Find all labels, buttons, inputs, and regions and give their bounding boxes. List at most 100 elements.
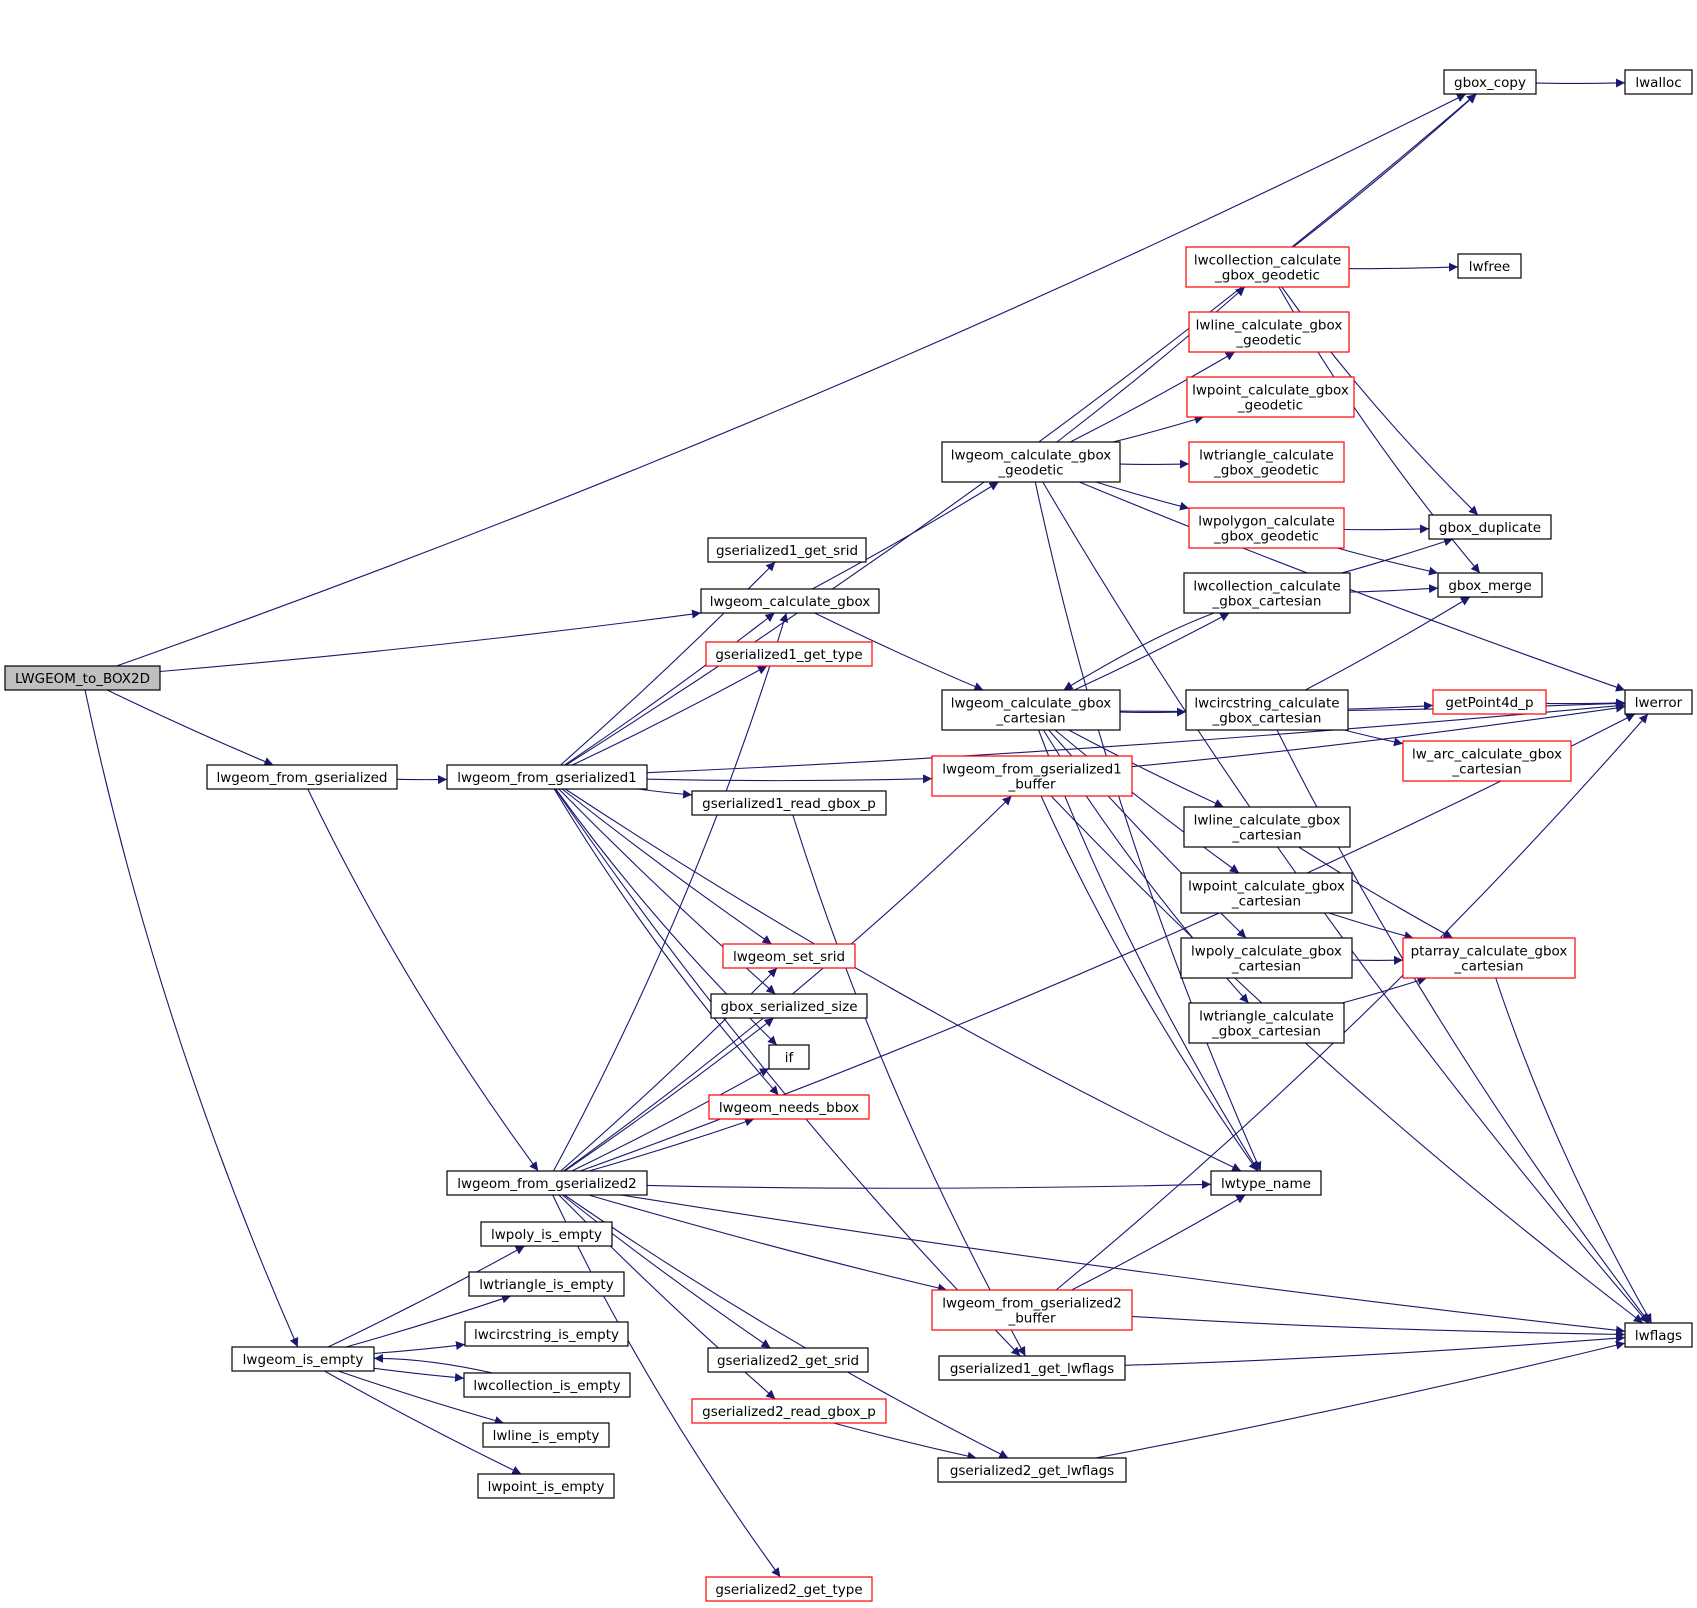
node-lwcollection-calculate-gbox-geodetic[interactable]: lwcollection_calculate_gbox_geodetic (1185, 246, 1350, 288)
node-ptarray-calculate-gbox-cartesian[interactable]: ptarray_calculate_gbox_cartesian (1402, 937, 1576, 979)
node-lwpoly-is-empty[interactable]: lwpoly_is_empty (480, 1221, 613, 1247)
node-lwalloc[interactable]: lwalloc (1624, 69, 1693, 95)
edge-lwgeom-from-gserialized1-buffer-to-lwtype-name (1040, 795, 1258, 1172)
node-lwgeom-from-gserialized[interactable]: lwgeom_from_gserialized (206, 764, 398, 790)
node-lwcollection-is-empty[interactable]: lwcollection_is_empty (463, 1372, 631, 1398)
node-if[interactable]: if (768, 1044, 810, 1070)
node-lwtriangle-calculate-gbox-cartesian[interactable]: lwtriangle_calculate_gbox_cartesian (1188, 1002, 1345, 1044)
node-lwpoly-calculate-gbox-cartesian[interactable]: lwpoly_calculate_gbox_cartesian (1180, 937, 1353, 979)
node-lwpoint-is-empty[interactable]: lwpoint_is_empty (477, 1473, 615, 1499)
node-lwflags[interactable]: lwflags (1624, 1322, 1693, 1348)
node-gbox-copy[interactable]: gbox_copy (1443, 69, 1537, 95)
node-box (1188, 311, 1350, 353)
edge-lwgeom-from-gserialized2-buffer-to-lwflags (1131, 1315, 1626, 1339)
edge-lwgeom-calculate-gbox-cartesian-to-lwcollection-calculate-gbox-cartesian (1074, 612, 1230, 691)
node-gserialized2-get-type[interactable]: gserialized2_get_type (705, 1576, 873, 1602)
node-lwpolygon-calculate-gbox-geodetic[interactable]: lwpolygon_calculate_gbox_geodetic (1188, 507, 1345, 549)
node-gbox-duplicate[interactable]: gbox_duplicate (1428, 514, 1552, 540)
node-label: lwline_calculate_gbox (1194, 813, 1341, 829)
node-lwgeom-from-gserialized1-buffer[interactable]: lwgeom_from_gserialized1_buffer (931, 755, 1133, 797)
node-lwline-calculate-gbox-geodetic[interactable]: lwline_calculate_gbox_geodetic (1188, 311, 1350, 353)
node-box (1183, 572, 1351, 614)
node-label: lwpolygon_calculate (1198, 514, 1335, 530)
node-label: gserialized1_get_lwflags (950, 1361, 1114, 1377)
node-lwfree[interactable]: lwfree (1457, 253, 1522, 279)
node-lwgeom-is-empty[interactable]: lwgeom_is_empty (231, 1346, 375, 1372)
node-lwgeom-from-gserialized1[interactable]: lwgeom_from_gserialized1 (446, 764, 648, 790)
node-lwerror[interactable]: lwerror (1624, 689, 1693, 715)
node-lwgeom-needs-bbox[interactable]: lwgeom_needs_bbox (708, 1094, 870, 1120)
node-gserialized2-read-gbox-p[interactable]: gserialized2_read_gbox_p (691, 1398, 887, 1424)
edge-lwgeom-is-empty-to-lwpoly-is-empty (327, 1245, 525, 1348)
edge-lwpolygon-calculate-gbox-geodetic-to-gbox-duplicate (1343, 524, 1430, 534)
node-label: lwgeom_from_gserialized1 (457, 770, 637, 786)
node-label: lwgeom_needs_bbox (719, 1100, 859, 1116)
edge-lwgeom-from-gserialized1-to-gserialized1-get-lwflags (554, 788, 1021, 1357)
edge-lwgeom-from-gserialized1-to-lwgeom-from-gserialized1-buffer (646, 774, 933, 784)
edge-lwcircstring-calculate-gbox-cartesian-to-getPoint4d-p (1347, 701, 1434, 711)
node-label: lwline_is_empty (493, 1428, 600, 1444)
nodes-layer: LWGEOM_to_BOX2D gbox_copy lwalloc lwgeom_ca… (4, 69, 1693, 1602)
node-label: ptarray_calculate_gbox (1411, 944, 1568, 960)
node-gserialized1-get-type[interactable]: gserialized1_get_type (705, 641, 873, 667)
node-gserialized1-get-lwflags[interactable]: gserialized1_get_lwflags (938, 1355, 1126, 1381)
node-gserialized1-read-gbox-p[interactable]: gserialized1_read_gbox_p (691, 790, 887, 816)
edge-LWGEOM-to-BOX2D-to-lwgeom-calculate-gbox (159, 609, 702, 673)
node-lwtriangle-calculate-gbox-geodetic[interactable]: lwtriangle_calculate_gbox_geodetic (1188, 441, 1345, 483)
node-box (938, 1355, 1126, 1381)
node-lwgeom-calculate-gbox-cartesian[interactable]: lwgeom_calculate_gbox_cartesian (941, 689, 1121, 731)
node-gserialized2-get-lwflags[interactable]: gserialized2_get_lwflags (937, 1457, 1127, 1483)
node-box (1188, 507, 1345, 549)
edge-lwpolygon-calculate-gbox-geodetic-to-gbox-merge (1337, 547, 1439, 576)
node-box (1432, 689, 1547, 715)
node-lwgeom-calculate-gbox-geodetic[interactable]: lwgeom_calculate_gbox_geodetic (941, 441, 1121, 483)
node-label: gserialized2_read_gbox_p (702, 1404, 876, 1420)
node-gbox-merge[interactable]: gbox_merge (1437, 572, 1543, 598)
node-label: gserialized1_get_srid (716, 543, 858, 559)
node-box (1180, 872, 1353, 914)
edge-lwgeom-calculate-gbox-geodetic-to-lwtriangle-calculate-gbox-geodetic (1119, 459, 1190, 469)
node-lwline-calculate-gbox-cartesian[interactable]: lwline_calculate_gbox_cartesian (1183, 806, 1351, 848)
node-lwtriangle-is-empty[interactable]: lwtriangle_is_empty (468, 1271, 625, 1297)
node-box (468, 1271, 625, 1297)
node-lwpoint-calculate-gbox-geodetic[interactable]: lwpoint_calculate_gbox_geodetic (1186, 376, 1355, 418)
edge-gserialized1-get-lwflags-to-lwflags (1124, 1333, 1626, 1366)
edge-gserialized1-read-gbox-p-to-gserialized1-get-lwflags (792, 814, 1026, 1357)
edge-lwgeom-from-gserialized-to-lwgeom-from-gserialized2 (307, 788, 539, 1172)
node-lwtype-name[interactable]: lwtype_name (1210, 1170, 1322, 1196)
node-gbox-serialized-size[interactable]: gbox_serialized_size (710, 993, 868, 1019)
node-lwgeom-calculate-gbox[interactable]: lwgeom_calculate_gbox (700, 588, 880, 614)
node-box (206, 764, 398, 790)
node-lwgeom-from-gserialized2-buffer[interactable]: lwgeom_from_gserialized2_buffer (931, 1289, 1133, 1331)
node-lw-arc-calculate-gbox-cartesian[interactable]: lw_arc_calculate_gbox_cartesian (1402, 740, 1572, 782)
node-lwcollection-calculate-gbox-cartesian[interactable]: lwcollection_calculate_gbox_cartesian (1183, 572, 1351, 614)
node-LWGEOM-to-BOX2D[interactable]: LWGEOM_to_BOX2D (4, 665, 161, 691)
node-lwgeom-from-gserialized2[interactable]: lwgeom_from_gserialized2 (446, 1170, 648, 1196)
node-label: lwgeom_set_srid (733, 949, 845, 965)
node-label: _buffer (1007, 777, 1055, 793)
node-box (1185, 246, 1350, 288)
node-box (1428, 514, 1552, 540)
node-lwgeom-set-srid[interactable]: lwgeom_set_srid (722, 943, 856, 969)
edge-lwgeom-calculate-gbox-to-lwgeom-calculate-gbox-geodetic (812, 481, 999, 590)
node-lwcircstring-calculate-gbox-cartesian[interactable]: lwcircstring_calculate_gbox_cartesian (1185, 689, 1349, 731)
node-lwpoint-calculate-gbox-cartesian[interactable]: lwpoint_calculate_gbox_cartesian (1180, 872, 1353, 914)
node-getPoint4d-p[interactable]: getPoint4d_p (1432, 689, 1547, 715)
node-label: lwcircstring_calculate (1194, 696, 1339, 712)
node-gserialized2-get-srid[interactable]: gserialized2_get_srid (707, 1347, 869, 1373)
edge-lwgeom-from-gserialized2-to-if (571, 1067, 770, 1172)
node-label: gserialized2_get_srid (717, 1353, 859, 1369)
edge-lwgeom-from-gserialized1-to-gserialized1-get-type (572, 665, 768, 766)
edge-ptarray-calculate-gbox-cartesian-to-lwflags (1495, 977, 1653, 1324)
edge-lwcircstring-calculate-gbox-cartesian-to-lw-arc-calculate-gbox-cartesian (1344, 729, 1404, 747)
node-box (446, 764, 648, 790)
node-gserialized1-get-srid[interactable]: gserialized1_get_srid (707, 537, 867, 563)
node-box (1443, 69, 1537, 95)
node-label: _geodetic (1235, 333, 1301, 349)
node-box (691, 790, 887, 816)
node-lwline-is-empty[interactable]: lwline_is_empty (482, 1422, 610, 1448)
node-lwcircstring-is-empty[interactable]: lwcircstring_is_empty (464, 1321, 629, 1347)
node-box (1402, 937, 1576, 979)
edge-lwgeom-calculate-gbox-geodetic-to-lwpoint-calculate-gbox-geodetic (1112, 415, 1204, 443)
